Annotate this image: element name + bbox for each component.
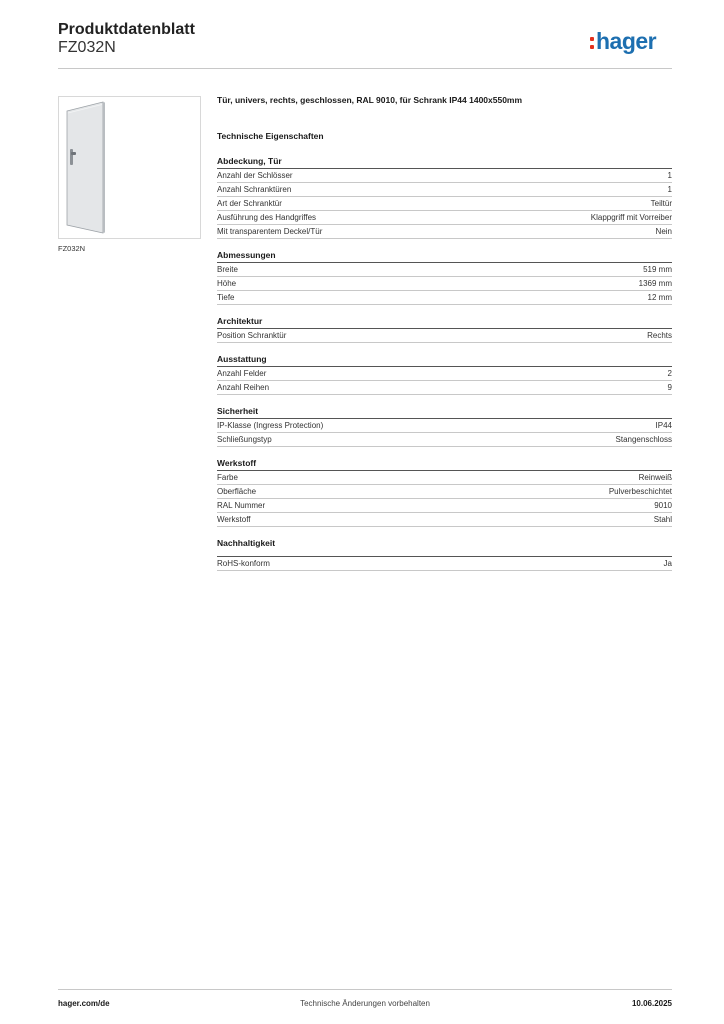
property-value: 519 mm: [643, 265, 672, 274]
property-row: Farbe Reinweiß: [217, 471, 672, 485]
property-value: Teiltür: [650, 199, 672, 208]
property-row: Höhe 1369 mm: [217, 277, 672, 291]
property-label: Anzahl Reihen: [217, 383, 270, 392]
image-caption: FZ032N: [58, 244, 86, 253]
property-label: Anzahl Schranktüren: [217, 185, 292, 194]
header-divider: [58, 68, 672, 69]
hager-logo: hager: [590, 28, 657, 55]
product-description: Tür, univers, rechts, geschlossen, RAL 9…: [217, 95, 523, 105]
property-value: Ja: [663, 559, 672, 568]
property-label: Tiefe: [217, 293, 235, 302]
property-label: Ausführung des Handgriffes: [217, 213, 317, 222]
footer-divider: [58, 989, 672, 990]
property-label: Farbe: [217, 473, 238, 482]
property-row: RAL Nummer 9010: [217, 499, 672, 513]
property-value: Stahl: [653, 515, 672, 524]
section-title: Abmessungen: [217, 250, 672, 263]
product-image: [58, 96, 201, 239]
property-value: Pulverbeschichtet: [608, 487, 672, 496]
property-row: Werkstoff Stahl: [217, 513, 672, 527]
property-value: 1369 mm: [638, 279, 672, 288]
section-title: Nachhaltigkeit: [217, 538, 672, 557]
property-value: 1: [667, 185, 672, 194]
logo-dots-icon: [590, 36, 594, 49]
property-value: Klappgriff mit Vorreiber: [590, 213, 672, 222]
property-value: Nein: [655, 227, 672, 236]
section-title: Ausstattung: [217, 354, 672, 367]
property-row: Anzahl Felder 2: [217, 367, 672, 381]
property-label: RoHS-konform: [217, 559, 270, 568]
property-value: 1: [667, 171, 672, 180]
property-label: Werkstoff: [217, 515, 251, 524]
property-row: Tiefe 12 mm: [217, 291, 672, 305]
property-value: Reinweiß: [638, 473, 672, 482]
property-label: Anzahl der Schlösser: [217, 171, 293, 180]
footer-notice: Technische Änderungen vorbehalten: [300, 999, 430, 1008]
property-value: Rechts: [647, 331, 672, 340]
property-label: Mit transparentem Deckel/Tür: [217, 227, 323, 236]
product-code: FZ032N: [58, 39, 116, 56]
section-title: Abdeckung, Tür: [217, 156, 672, 169]
logo-text: hager: [596, 28, 657, 54]
property-row: Art der Schranktür Teiltür: [217, 197, 672, 211]
section-title: Werkstoff: [217, 458, 672, 471]
property-row: IP-Klasse (Ingress Protection) IP44: [217, 419, 672, 433]
property-value: 12 mm: [647, 293, 672, 302]
property-label: Anzahl Felder: [217, 369, 267, 378]
product-details: Tür, univers, rechts, geschlossen, RAL 9…: [217, 95, 672, 571]
section-title: Architektur: [217, 316, 672, 329]
page-footer: hager.com/de Technische Änderungen vorbe…: [58, 999, 672, 1011]
property-label: Art der Schranktür: [217, 199, 282, 208]
property-row: Mit transparentem Deckel/Tür Nein: [217, 225, 672, 239]
property-label: Schließungstyp: [217, 435, 272, 444]
property-value: 9010: [654, 501, 672, 510]
footer-website[interactable]: hager.com/de: [58, 999, 110, 1008]
cabinet-door-icon: [66, 101, 105, 234]
property-value: IP44: [655, 421, 672, 430]
property-row: RoHS-konform Ja: [217, 557, 672, 571]
properties-heading: Technische Eigenschaften: [217, 131, 324, 141]
property-label: Breite: [217, 265, 238, 274]
section-title: Sicherheit: [217, 406, 672, 419]
property-label: RAL Nummer: [217, 501, 266, 510]
property-label: Oberfläche: [217, 487, 257, 496]
property-row: Anzahl der Schlösser 1: [217, 169, 672, 183]
property-label: Position Schranktür: [217, 331, 287, 340]
property-row: Schließungstyp Stangenschloss: [217, 433, 672, 447]
footer-date: 10.06.2025: [631, 999, 672, 1008]
property-label: Höhe: [217, 279, 237, 288]
property-label: IP-Klasse (Ingress Protection): [217, 421, 324, 430]
property-row: Oberfläche Pulverbeschichtet: [217, 485, 672, 499]
property-value: 9: [667, 383, 672, 392]
property-row: Anzahl Schranktüren 1: [217, 183, 672, 197]
property-row: Breite 519 mm: [217, 263, 672, 277]
property-value: 2: [667, 369, 672, 378]
property-row: Anzahl Reihen 9: [217, 381, 672, 395]
property-row: Position Schranktür Rechts: [217, 329, 672, 343]
property-row: Ausführung des Handgriffes Klappgriff mit…: [217, 211, 672, 225]
property-value: Stangenschloss: [615, 435, 672, 444]
page-title: Produktdatenblatt: [58, 21, 195, 38]
